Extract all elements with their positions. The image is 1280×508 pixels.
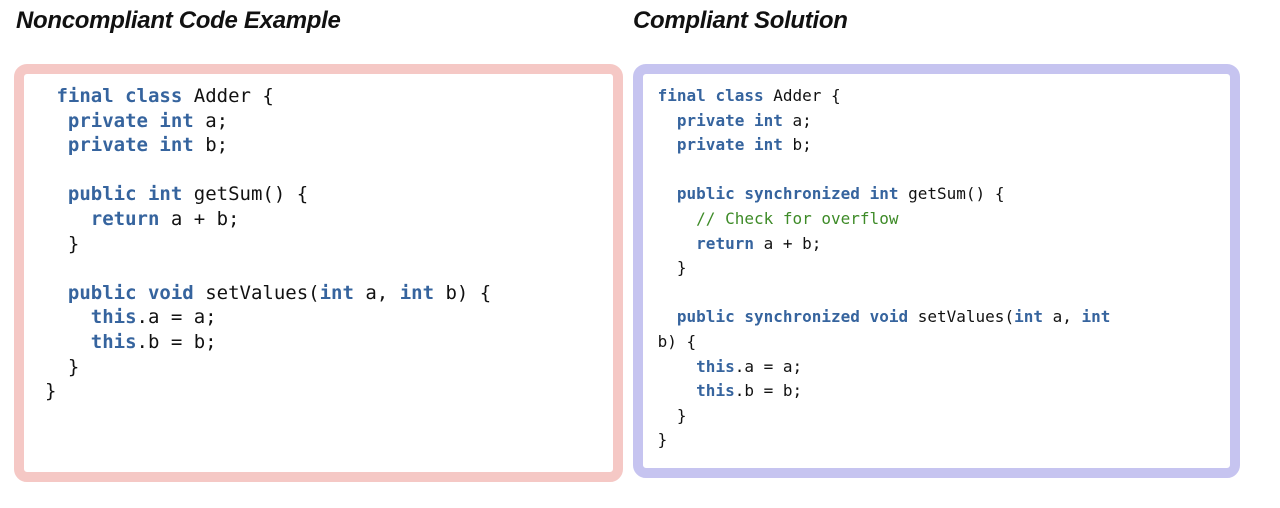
compliant-title: Compliant Solution — [633, 7, 848, 34]
code-line — [648, 158, 1224, 183]
code-line: private int b; — [676, 135, 812, 155]
code-line — [45, 256, 605, 281]
code-line — [648, 281, 1224, 306]
code-line: final class Adder { — [657, 86, 841, 105]
code-line: public int getSum() { — [67, 183, 309, 206]
code-line: } — [648, 405, 687, 425]
code-line — [45, 158, 605, 183]
code-line: return a + b; — [696, 233, 822, 253]
code-line: b) { — [648, 331, 697, 351]
code-line: this.a = a; — [90, 306, 217, 329]
noncompliant-code-panel: final class Adder { private int a; priva… — [14, 64, 623, 482]
code-line: // Check for overflow — [648, 208, 899, 228]
code-line: } — [45, 380, 57, 403]
code-line: this.b = b; — [696, 381, 803, 401]
compliant-code-block: final class Adder { private int a; priva… — [643, 74, 1230, 468]
code-line: private int a; — [676, 110, 812, 130]
code-line: public synchronized void setValues(int a… — [676, 307, 1111, 327]
compliant-code-panel: final class Adder { private int a; priva… — [633, 64, 1240, 478]
code-line: } — [45, 232, 80, 255]
code-line: private int a; — [67, 109, 229, 132]
code-line: private int b; — [67, 134, 229, 157]
code-line: } — [648, 430, 668, 450]
code-line: public synchronized int getSum() { — [676, 184, 1005, 204]
code-line: } — [648, 258, 687, 278]
code-line: return a + b; — [90, 207, 240, 230]
noncompliant-title: Noncompliant Code Example — [16, 7, 341, 34]
code-line: public void setValues(int a, int b) { — [67, 281, 492, 304]
code-line: } — [45, 355, 80, 378]
code-line: this.b = b; — [90, 330, 217, 353]
code-line: final class Adder { — [56, 85, 274, 107]
noncompliant-code-block: final class Adder { private int a; priva… — [24, 74, 613, 472]
code-line: this.a = a; — [696, 356, 803, 376]
